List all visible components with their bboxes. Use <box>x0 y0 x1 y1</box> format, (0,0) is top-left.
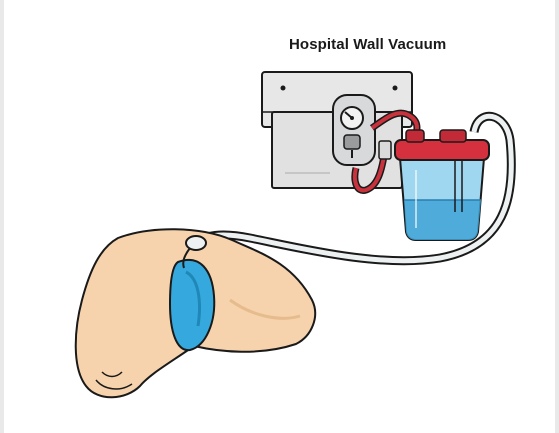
canister-lid <box>395 140 489 160</box>
panel-screw <box>281 86 286 91</box>
regulator-knob <box>344 135 360 149</box>
vacuum-regulator <box>333 95 375 165</box>
collection-canister <box>395 130 489 240</box>
panel-screw <box>393 86 398 91</box>
tube-clamp <box>379 141 391 159</box>
